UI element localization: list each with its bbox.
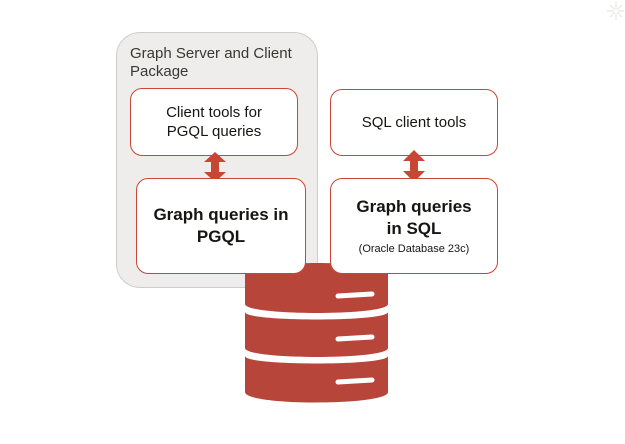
database-icon <box>245 263 388 403</box>
double-arrow-icon <box>204 152 226 182</box>
graph-queries-sql-sublabel: (Oracle Database 23c) <box>358 242 470 255</box>
graph-queries-sql-label: Graph queries in SQL <box>356 196 472 238</box>
graph-queries-pgql-label: Graph queries in PGQL <box>153 205 289 246</box>
double-arrow-icon <box>403 150 425 182</box>
client-tools-pgql-label: Client tools for PGQL queries <box>166 104 262 140</box>
sql-client-tools-box: SQL client tools <box>330 89 498 156</box>
oracle-watermark-icon <box>607 2 624 20</box>
graph-queries-pgql-box: Graph queries in PGQL <box>136 178 306 274</box>
client-tools-pgql-box: Client tools for PGQL queries <box>130 88 298 156</box>
sql-client-tools-label: SQL client tools <box>361 114 467 131</box>
group-title: Graph Server and Client Package <box>130 45 292 80</box>
graph-queries-sql-box: Graph queries in SQL (Oracle Database 23… <box>330 178 498 274</box>
